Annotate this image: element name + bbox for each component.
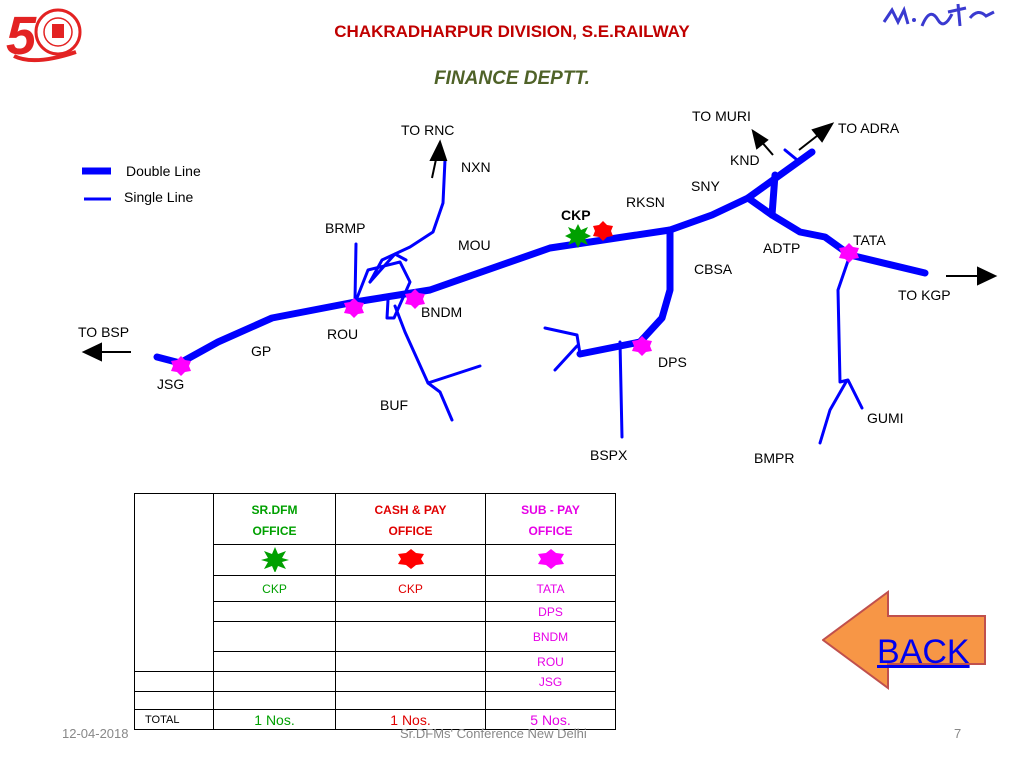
legend-double-line: Double Line bbox=[126, 163, 201, 179]
station-bndm: BNDM bbox=[421, 304, 462, 320]
station-nxn: NXN bbox=[461, 159, 491, 175]
station-bspx: BSPX bbox=[590, 447, 628, 463]
station-rksn: RKSN bbox=[626, 194, 665, 210]
station-to-bsp: TO BSP bbox=[78, 324, 129, 340]
station-to-rnc: TO RNC bbox=[401, 122, 454, 138]
table-cell: CKP bbox=[335, 575, 486, 602]
page-subtitle: FINANCE DEPTT. bbox=[434, 68, 590, 89]
table-cell bbox=[335, 601, 486, 622]
table-blank-cell bbox=[134, 691, 214, 710]
sub-pay-marker-icon bbox=[839, 243, 859, 263]
single-line-track bbox=[353, 148, 864, 445]
cash-pay-icon-cell bbox=[335, 544, 486, 576]
station-cbsa: CBSA bbox=[694, 261, 733, 277]
station-tata: TATA bbox=[853, 232, 886, 248]
table-cell: CKP bbox=[213, 575, 336, 602]
railway-emblem-logo: 5 bbox=[6, 6, 82, 64]
table-cell: DPS bbox=[485, 601, 616, 622]
station-adtp: ADTP bbox=[763, 240, 800, 256]
footer-date: 12-04-2018 bbox=[62, 726, 129, 741]
back-button-label[interactable]: BACK bbox=[877, 633, 970, 671]
svg-text:5: 5 bbox=[6, 6, 37, 64]
table-blank-cell bbox=[134, 493, 214, 672]
direction-arrows bbox=[81, 122, 998, 362]
table-cell bbox=[335, 651, 486, 672]
station-brmp: BRMP bbox=[325, 220, 365, 236]
sub-pay-marker-icon bbox=[632, 336, 652, 356]
station-ckp: CKP bbox=[561, 207, 591, 223]
legend-single-line: Single Line bbox=[124, 189, 193, 205]
station-rou: ROU bbox=[327, 326, 358, 342]
table-cell bbox=[213, 601, 336, 622]
station-to-adra: TO ADRA bbox=[838, 120, 900, 136]
cash-pay-marker-icon bbox=[593, 221, 613, 241]
station-to-muri: TO MURI bbox=[692, 108, 751, 124]
table-cell: ROU bbox=[485, 651, 616, 672]
station-sny: SNY bbox=[691, 178, 720, 194]
station-buf: BUF bbox=[380, 397, 408, 413]
back-button[interactable] bbox=[822, 590, 988, 690]
sr-dfm-icon-cell bbox=[213, 544, 336, 576]
page-title: CHAKRADHARPUR DIVISION, S.E.RAILWAY bbox=[334, 22, 690, 41]
total-label: TOTAL bbox=[134, 709, 214, 730]
footer-center-text: Sr.DFMs' Conference New Delhi bbox=[400, 726, 587, 741]
double-line-track bbox=[153, 148, 929, 367]
sr-dfm-marker-icon bbox=[565, 224, 591, 248]
table-cell bbox=[335, 671, 486, 692]
table-cell: TATA bbox=[485, 575, 616, 602]
total-sub-pay: 5 Nos. bbox=[485, 709, 616, 730]
table-cell: BNDM bbox=[485, 621, 616, 652]
sub-pay-marker-icon bbox=[171, 356, 191, 376]
sub-pay-marker-icon bbox=[405, 289, 425, 309]
sub-pay-markers bbox=[171, 243, 859, 376]
station-to-kgp: TO KGP bbox=[898, 287, 951, 303]
table-blank-cell bbox=[213, 691, 336, 710]
railway-map: Double Line Single Line bbox=[78, 108, 998, 466]
table-blank-cell bbox=[134, 671, 214, 692]
table-cell bbox=[213, 621, 336, 652]
station-dps: DPS bbox=[658, 354, 687, 370]
total-sr-dfm: 1 Nos. bbox=[213, 709, 336, 730]
sub-pay-marker-icon bbox=[344, 298, 364, 318]
station-mou: MOU bbox=[458, 237, 491, 253]
table-cell bbox=[213, 671, 336, 692]
table-blank-cell bbox=[485, 691, 616, 710]
table-cell bbox=[335, 621, 486, 652]
station-gp: GP bbox=[251, 343, 271, 359]
station-knd: KND bbox=[730, 152, 760, 168]
table-cell: JSG bbox=[485, 671, 616, 692]
signature-logo bbox=[882, 3, 995, 27]
station-jsg: JSG bbox=[157, 376, 184, 392]
footer-page-number: 7 bbox=[954, 726, 962, 741]
cash-pay-star-icon bbox=[397, 548, 424, 569]
station-gumi: GUMI bbox=[867, 410, 904, 426]
total-cash-pay: 1 Nos. bbox=[335, 709, 486, 730]
sub-pay-icon-cell bbox=[485, 544, 616, 576]
station-bmpr: BMPR bbox=[754, 450, 794, 466]
sr-dfm-star-icon bbox=[260, 546, 289, 573]
table-blank-cell bbox=[335, 691, 486, 710]
table-cell bbox=[213, 651, 336, 672]
sub-pay-star-icon bbox=[537, 548, 564, 569]
